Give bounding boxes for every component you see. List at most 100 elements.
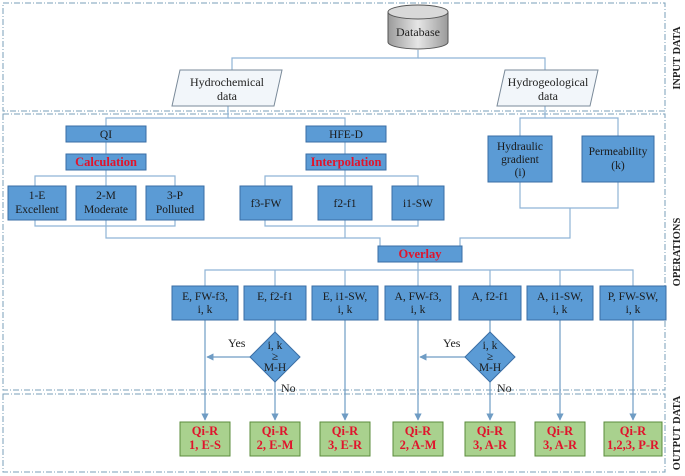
output-arrows <box>201 320 637 421</box>
facies-label: i1-SW <box>403 198 433 210</box>
output-box-7: Qi-R 1,2,3, P-R <box>603 421 663 457</box>
yes-label-2: Yes <box>443 336 461 350</box>
output-line2: 1,2,3, P-R <box>607 438 660 452</box>
combo-box-6: A, i1-SW, i, k <box>526 285 594 321</box>
permeability-label-line1: Permeability <box>589 146 648 158</box>
database-cylinder: Database <box>387 4 449 50</box>
no-label-1: No <box>281 381 296 395</box>
output-line2: 3, A-R <box>543 438 578 452</box>
permeability-box: Permeability (k) <box>581 135 655 183</box>
output-line2: 2, E-M <box>257 438 294 452</box>
decision-line3: M-H <box>264 362 286 374</box>
combo-box-2: E, f2-f1 <box>243 285 307 321</box>
combo-line1: E, i1-SW, <box>323 291 368 303</box>
output-box-5: Qi-R 3, A-R <box>464 421 516 457</box>
combo-line1: E, FW-f3, <box>182 291 228 303</box>
class-code: 3-P <box>167 190 183 202</box>
class-box-excellent: 1-E Excellent <box>7 185 67 221</box>
hfe-d-box: HFE-D <box>305 125 387 143</box>
combo-line2: i, k <box>626 304 641 316</box>
decision-diamond-1: i, k ≥ M-H <box>249 331 301 383</box>
section-label-output: OUTPUT DATA <box>672 395 683 470</box>
hydraulic-label-line1: Hydraulic <box>497 141 543 153</box>
class-box-moderate: 2-M Moderate <box>75 185 137 221</box>
combo-line1: A, f2-f1 <box>471 291 508 303</box>
hydraulic-label-line3: (i) <box>515 167 526 179</box>
section-label-input: INPUT DATA <box>672 26 683 90</box>
combo-line2: i, k <box>338 304 353 316</box>
output-line1: Qi-R <box>547 424 574 438</box>
combo-line2: i, k <box>553 304 568 316</box>
output-line2: 3, E-R <box>328 438 363 452</box>
input-section-border <box>2 2 666 112</box>
section-borders <box>2 2 666 473</box>
class-name: Moderate <box>84 204 128 216</box>
output-line1: Qi-R <box>332 424 359 438</box>
permeability-label-line2: (k) <box>611 160 625 172</box>
class-box-polluted: 3-P Polluted <box>145 185 205 221</box>
decision-line1: i, k <box>483 340 498 352</box>
combo-box-3: E, i1-SW, i, k <box>311 285 379 321</box>
output-line2: 1, E-S <box>189 438 221 452</box>
no-label-2: No <box>497 381 512 395</box>
database-label: Database <box>396 25 440 39</box>
hydrochemical-label-line2: data <box>217 89 238 103</box>
connectors <box>34 50 634 286</box>
hydrogeological-label-line1: Hydrogeological <box>508 75 589 89</box>
qi-box: QI <box>65 125 147 143</box>
output-box-4: Qi-R 2, A-M <box>392 421 444 457</box>
combo-line1: A, FW-f3, <box>395 291 442 303</box>
output-line1: Qi-R <box>477 424 504 438</box>
decision-line2: ≥ <box>487 351 493 363</box>
output-line2: 3, A-R <box>473 438 508 452</box>
class-code: 1-E <box>29 190 46 202</box>
overlay-label: Overlay <box>398 247 442 261</box>
class-name: Excellent <box>15 204 59 216</box>
class-code: 2-M <box>96 190 116 202</box>
decision-line1: i, k <box>268 340 283 352</box>
decision-diamond-2: i, k ≥ M-H <box>464 331 516 383</box>
hydrochemical-label-line1: Hydrochemical <box>190 75 265 89</box>
output-box-2: Qi-R 2, E-M <box>249 421 301 457</box>
hfe-d-label: HFE-D <box>329 129 363 141</box>
decision-line2: ≥ <box>272 351 278 363</box>
combo-box-1: E, FW-f3, i, k <box>171 285 239 321</box>
output-line1: Qi-R <box>620 424 647 438</box>
interpolation-label: Interpolation <box>311 155 382 169</box>
hydraulic-gradient-box: Hydraulic gradient (i) <box>487 135 553 183</box>
facies-box-i1-sw: i1-SW <box>391 185 445 221</box>
class-name: Polluted <box>156 204 195 216</box>
combo-box-4: A, FW-f3, i, k <box>384 285 452 321</box>
facies-box-f3-fw: f3-FW <box>239 185 293 221</box>
interpolation-box: Interpolation <box>305 153 387 171</box>
facies-box-f2-f1: f2-f1 <box>317 185 373 221</box>
output-section-border <box>2 393 666 473</box>
calculation-box: Calculation <box>65 153 147 171</box>
output-box-3: Qi-R 3, E-R <box>319 421 371 457</box>
qi-label: QI <box>100 129 112 141</box>
overlay-box: Overlay <box>377 245 463 263</box>
yes-label-1: Yes <box>228 336 246 350</box>
combo-line1: A, i1-SW, <box>537 291 583 303</box>
facies-label: f3-FW <box>251 198 282 210</box>
combo-line1: P, FW-SW, <box>608 291 659 303</box>
combo-box-5: A, f2-f1 <box>458 285 522 321</box>
section-label-operations: OPERATIONS <box>672 218 683 287</box>
output-line2: 2, A-M <box>400 438 437 452</box>
hydrogeological-data-node: Hydrogeological data <box>496 69 599 107</box>
operations-section-border <box>2 113 666 391</box>
decision-line3: M-H <box>479 362 501 374</box>
hydrogeological-label-line2: data <box>538 89 559 103</box>
output-box-1: Qi-R 1, E-S <box>179 421 231 457</box>
output-box-6: Qi-R 3, A-R <box>534 421 586 457</box>
facies-label: f2-f1 <box>334 198 357 210</box>
output-line1: Qi-R <box>405 424 432 438</box>
calculation-label: Calculation <box>75 155 137 169</box>
output-line1: Qi-R <box>262 424 289 438</box>
combo-line2: i, k <box>198 304 213 316</box>
combo-box-7: P, FW-SW, i, k <box>599 285 667 321</box>
output-line1: Qi-R <box>192 424 219 438</box>
hydrochemical-data-node: Hydrochemical data <box>171 69 283 107</box>
combo-line2: i, k <box>411 304 426 316</box>
